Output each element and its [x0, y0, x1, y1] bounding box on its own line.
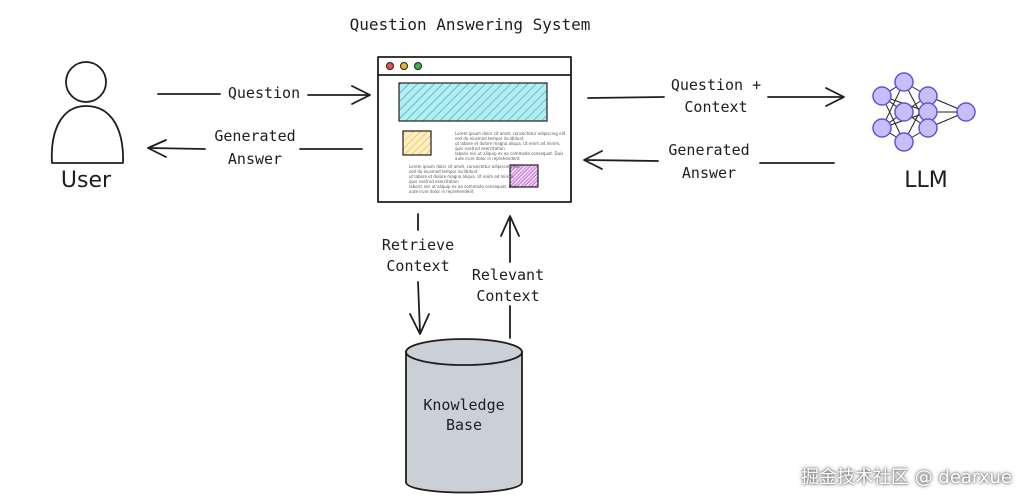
neural-network-icon	[872, 72, 976, 152]
window-minimize-dot-icon	[400, 62, 408, 70]
window-thumbnail-purple	[509, 164, 539, 188]
question-context-label-1: Question +	[671, 76, 761, 94]
window-text-line: aute irure dolor in reprehenderit	[409, 189, 474, 194]
window-text-line: quis nostrud exercitation	[455, 146, 505, 151]
retrieve-context-label-2: Context	[386, 257, 449, 275]
window-text-line: quis nostrud exercitation	[409, 179, 459, 184]
watermark: 掘金技术社区 @ dearxue	[800, 467, 1012, 488]
window-close-dot-icon	[386, 62, 394, 70]
user-icon	[50, 61, 124, 164]
generated-answer-llm-arrow	[583, 150, 835, 170]
relevant-context-label-1: Relevant	[472, 266, 544, 284]
relevant-context-label-2: Context	[476, 287, 539, 305]
retrieve-context-label-1: Retrieve	[382, 236, 454, 254]
question-context-label-2: Context	[684, 98, 747, 116]
knowledge-base-label-2: Base	[446, 416, 482, 434]
knowledge-base-label-1: Knowledge	[423, 396, 504, 414]
window-text-line: sed do eiusmod tempor incididunt	[455, 136, 524, 141]
generated-answer-user-arrow	[147, 139, 363, 158]
window-text-line: ut labore et dolore magna aliqua. Ut eni…	[409, 174, 514, 179]
window-thumbnail-yellow	[402, 130, 432, 156]
relevant-context-arrow	[500, 215, 520, 339]
window-paragraph-1: Lorem ipsum dolor sit amet, consectetur …	[455, 131, 566, 161]
question-arrow	[157, 85, 371, 105]
generated-answer-llm-label-2: Answer	[682, 164, 736, 182]
question-label: Question	[228, 84, 300, 102]
retrieve-context-arrow	[409, 213, 430, 335]
generated-answer-user-label-2: Answer	[228, 150, 282, 168]
database-icon	[405, 338, 523, 494]
window-text-line: ut labore et dolore magna aliqua. Ut eni…	[455, 141, 560, 146]
window-text-line: laboris nisi ut aliquip ex ea commodo co…	[455, 151, 563, 156]
window-text-line: aute irure dolor in reprehenderit	[455, 156, 520, 161]
window-text-line: Lorem ipsum dolor sit amet, consectetur …	[455, 131, 566, 136]
generated-answer-llm-label-1: Generated	[668, 141, 749, 159]
window-text-line: laboris nisi ut aliquip ex ea commodo co…	[409, 184, 517, 189]
qa-window: Lorem ipsum dolor sit amet, consectetur …	[377, 56, 572, 203]
generated-answer-user-label-1: Generated	[214, 127, 295, 145]
window-text-line: sed do eiusmod tempor incididunt	[409, 169, 478, 174]
window-maximize-dot-icon	[414, 62, 422, 70]
diagram-title: Question Answering System	[350, 15, 591, 34]
window-header-image	[398, 82, 548, 122]
user-label: User	[61, 168, 112, 193]
llm-label: LLM	[904, 168, 948, 193]
window-text-line: Lorem ipsum dolor sit amet, consectetur …	[409, 164, 520, 169]
question-context-arrow	[587, 87, 845, 107]
window-paragraph-2: Lorem ipsum dolor sit amet, consectetur …	[409, 164, 520, 194]
